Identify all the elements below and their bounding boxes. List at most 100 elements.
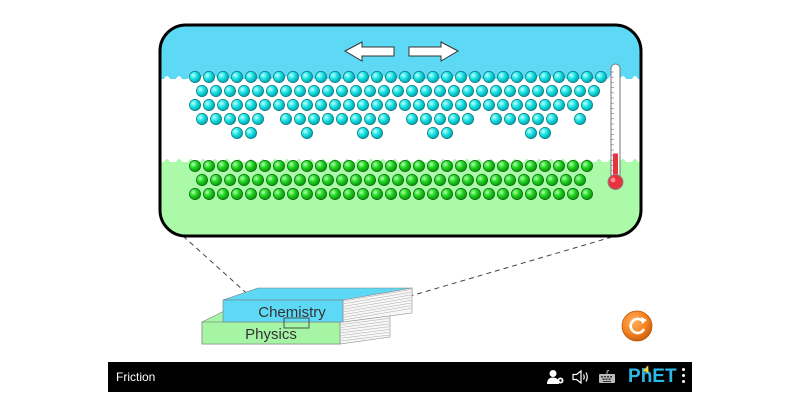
top-atom <box>434 85 446 97</box>
bottom-atom <box>518 174 530 186</box>
sim-title: Friction <box>116 370 156 384</box>
top-atom <box>364 85 376 97</box>
top-atom <box>301 127 313 139</box>
bottom-atom <box>525 188 537 200</box>
top-atom <box>210 85 222 97</box>
top-atom <box>224 85 236 97</box>
book-stack[interactable]: Physics Chemistry <box>201 287 413 345</box>
top-atom <box>266 85 278 97</box>
top-atom <box>322 85 334 97</box>
top-atom <box>532 85 544 97</box>
bottom-atom <box>259 188 271 200</box>
top-atom <box>483 71 495 83</box>
top-atom <box>413 99 425 111</box>
top-atom <box>336 113 348 125</box>
bottom-atom <box>315 160 327 172</box>
top-atom <box>483 99 495 111</box>
bottom-atom <box>581 188 593 200</box>
top-atom <box>427 99 439 111</box>
bottom-atom <box>266 174 278 186</box>
top-atom <box>378 85 390 97</box>
top-atom <box>392 85 404 97</box>
top-atom <box>231 127 243 139</box>
bottom-atom <box>441 188 453 200</box>
top-atom <box>231 99 243 111</box>
top-atom <box>189 99 201 111</box>
phet-logo-p: P <box>628 366 641 387</box>
audio-icon[interactable] <box>572 367 592 387</box>
top-book-surface <box>160 25 641 79</box>
top-atom <box>217 99 229 111</box>
top-atom <box>490 113 502 125</box>
bottom-atom <box>238 174 250 186</box>
bottom-atom <box>357 160 369 172</box>
chemistry-book[interactable]: Chemistry <box>222 287 413 323</box>
bottom-atom <box>301 160 313 172</box>
top-atom <box>518 113 530 125</box>
bottom-atom <box>322 174 334 186</box>
top-atom <box>189 71 201 83</box>
left-arrow-icon[interactable] <box>343 41 395 62</box>
bottom-atom <box>231 188 243 200</box>
bottom-atom <box>532 174 544 186</box>
top-atom <box>441 71 453 83</box>
top-atom <box>525 71 537 83</box>
top-atom <box>336 85 348 97</box>
bottom-atom <box>490 174 502 186</box>
top-atom <box>273 71 285 83</box>
bottom-atom <box>371 188 383 200</box>
top-atom <box>420 113 432 125</box>
top-atom <box>245 99 257 111</box>
account-icon[interactable] <box>547 367 565 387</box>
bottom-atom <box>301 188 313 200</box>
bottom-atom <box>273 188 285 200</box>
top-atom <box>378 113 390 125</box>
bottom-atom <box>224 174 236 186</box>
top-atom <box>322 113 334 125</box>
top-atom <box>294 113 306 125</box>
bottom-atom <box>210 174 222 186</box>
top-atom <box>399 71 411 83</box>
top-atom <box>308 85 320 97</box>
bottom-atom <box>217 160 229 172</box>
top-atom <box>210 113 222 125</box>
bottom-atom <box>476 174 488 186</box>
keyboard-icon[interactable] <box>598 367 616 387</box>
bottom-atom <box>441 160 453 172</box>
top-atom <box>371 71 383 83</box>
top-atom <box>308 113 320 125</box>
top-atom <box>504 85 516 97</box>
bottom-atom <box>252 174 264 186</box>
top-atom <box>287 99 299 111</box>
top-atom <box>462 113 474 125</box>
bottom-atom <box>420 174 432 186</box>
reset-icon <box>629 317 646 335</box>
bottom-atom <box>399 188 411 200</box>
top-atom <box>539 99 551 111</box>
top-atom <box>252 113 264 125</box>
phet-menu-button[interactable] <box>682 368 686 386</box>
bottom-atom <box>287 160 299 172</box>
phet-logo-h: h <box>640 364 653 387</box>
drag-arrows[interactable] <box>343 41 460 62</box>
bottom-atom <box>259 160 271 172</box>
top-atom <box>567 99 579 111</box>
top-atom <box>357 71 369 83</box>
magnifier-panel <box>158 23 643 238</box>
top-atom <box>420 85 432 97</box>
reset-all-button[interactable] <box>621 310 653 342</box>
right-arrow-icon[interactable] <box>408 41 460 62</box>
bottom-atom <box>315 188 327 200</box>
bottom-atom <box>427 160 439 172</box>
top-atom <box>595 71 607 83</box>
bottom-atom <box>504 174 516 186</box>
bottom-atom <box>413 188 425 200</box>
bottom-atom <box>287 188 299 200</box>
bottom-atom <box>280 174 292 186</box>
bottom-atom <box>469 188 481 200</box>
bottom-atom <box>217 188 229 200</box>
top-atom <box>224 113 236 125</box>
